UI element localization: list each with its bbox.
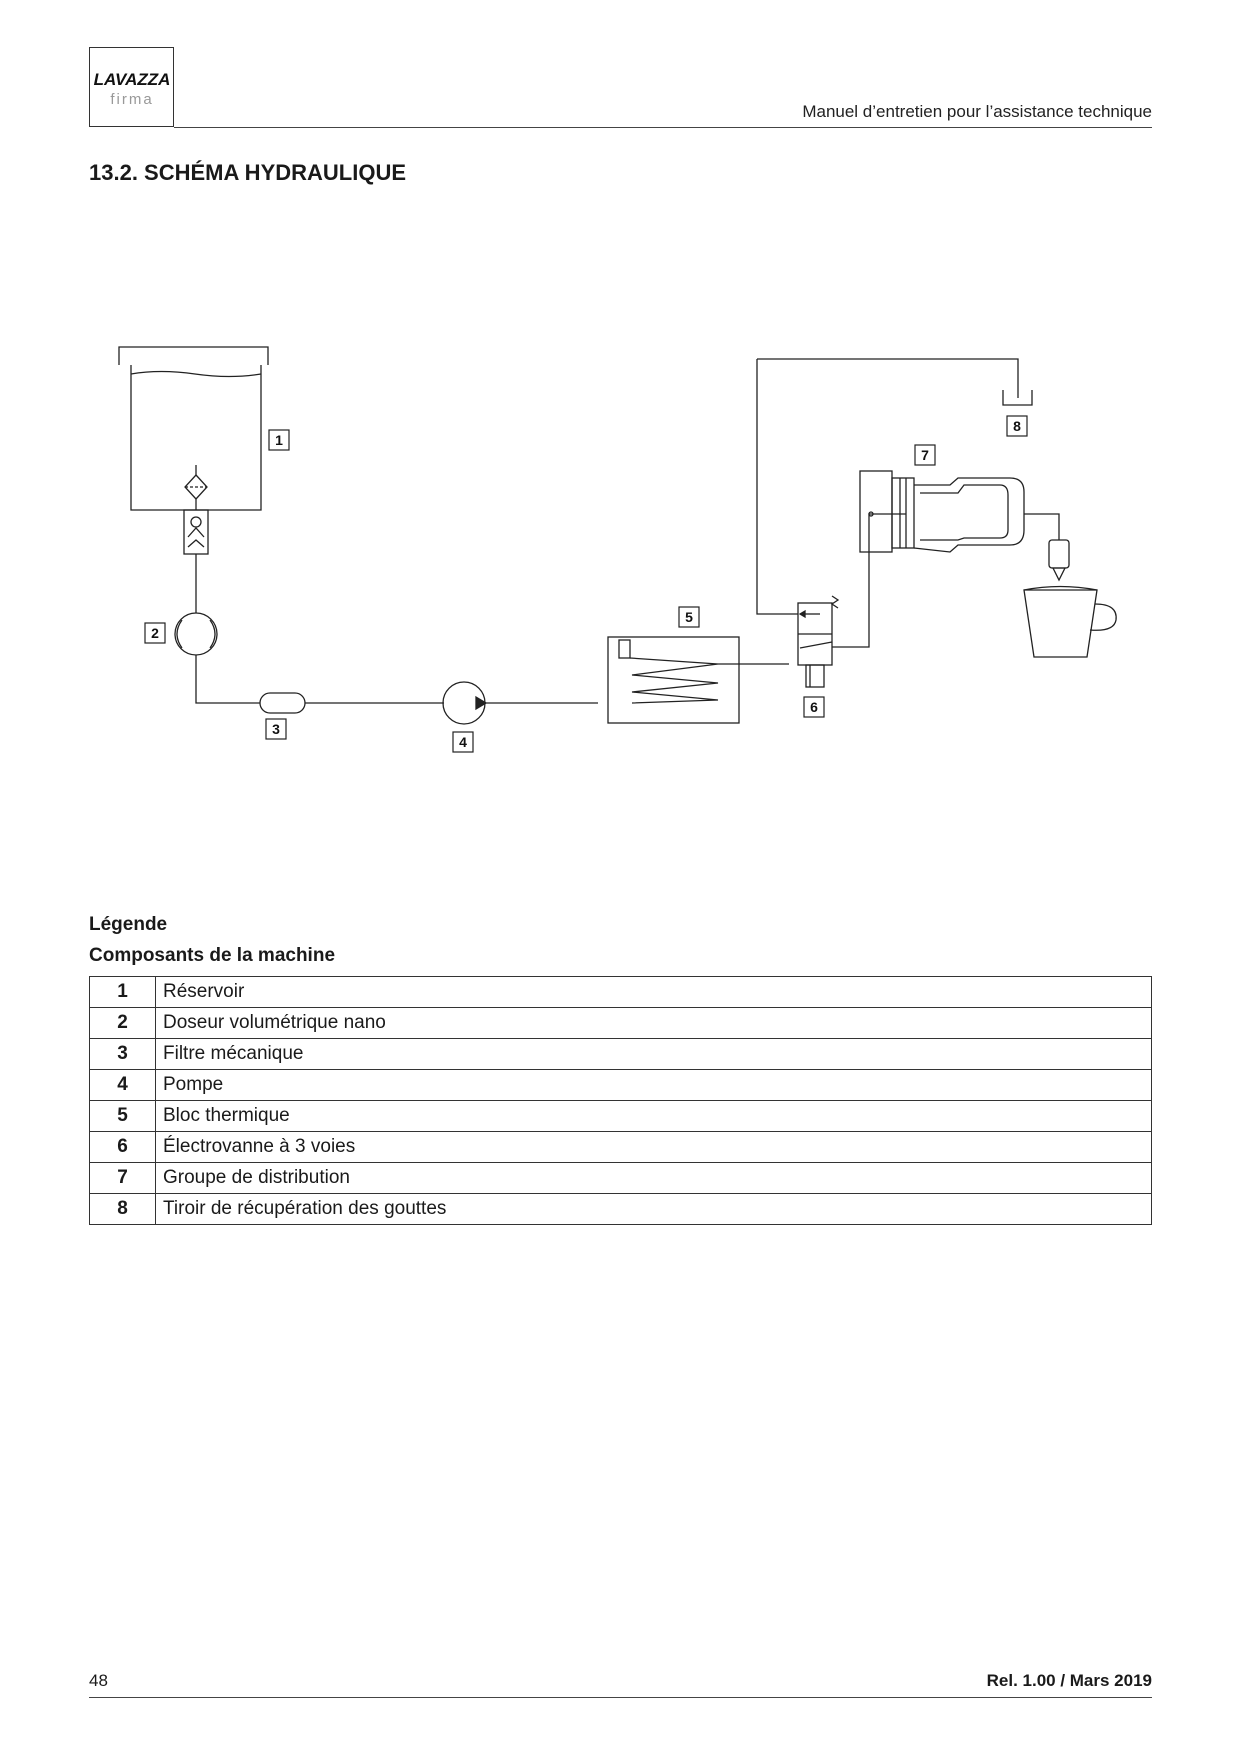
- legend-title: Légende: [89, 914, 168, 935]
- solenoid-valve-symbol: [756, 359, 874, 688]
- hydraulic-diagram: 1 2 3 4 5 6 7 8: [118, 346, 1117, 753]
- component-label: Électrovanne à 3 voies: [155, 1131, 1152, 1163]
- callout-box-5: [678, 606, 700, 628]
- component-label: Groupe de distribution: [155, 1162, 1152, 1194]
- callout-box-4: [452, 731, 474, 753]
- component-number: 1: [89, 976, 156, 1008]
- brand-logo: LAVAZZA firma: [89, 47, 174, 127]
- reservoir-symbol: [118, 346, 269, 613]
- drip-tray-symbol: [757, 358, 1033, 406]
- component-number: 2: [89, 1007, 156, 1039]
- callout-1: 1: [275, 432, 283, 448]
- callout-3: 3: [272, 721, 280, 737]
- component-label: Doseur volumétrique nano: [155, 1007, 1152, 1039]
- callout-6: 6: [810, 699, 818, 715]
- component-label: Filtre mécanique: [155, 1038, 1152, 1070]
- callout-5: 5: [685, 609, 693, 625]
- header-rule: [174, 127, 1152, 128]
- callout-4: 4: [459, 734, 467, 750]
- component-number: 8: [89, 1193, 156, 1225]
- callout-7: 7: [921, 447, 929, 463]
- component-label: Bloc thermique: [155, 1100, 1152, 1132]
- component-number: 7: [89, 1162, 156, 1194]
- component-label: Tiroir de récupération des gouttes: [155, 1193, 1152, 1225]
- callout-box-2: [144, 622, 166, 644]
- callout-box-8: [1006, 415, 1028, 437]
- brewing-group-symbol: [859, 470, 1117, 658]
- callout-box-1: [268, 429, 290, 451]
- section-title: 13.2. SCHÉMA HYDRAULIQUE: [89, 160, 407, 185]
- component-label: Réservoir: [155, 976, 1152, 1008]
- component-number: 5: [89, 1100, 156, 1132]
- brand-wordmark: LAVAZZA: [94, 70, 171, 89]
- pump-symbol: [442, 681, 598, 725]
- page-number: 48: [89, 1671, 108, 1690]
- component-number: 4: [89, 1069, 156, 1101]
- callout-8: 8: [1013, 418, 1021, 434]
- brand-subline: firma: [110, 91, 153, 108]
- lavazza-logo-mark: LAVAZZA firma: [94, 70, 171, 108]
- thermoblock-symbol: [607, 636, 789, 724]
- callout-box-6: [803, 696, 825, 718]
- component-label: Pompe: [155, 1069, 1152, 1101]
- callout-2: 2: [151, 625, 159, 641]
- manual-title: Manuel d’entretien pour l’assistance tec…: [802, 102, 1152, 121]
- callout-box-3: [265, 718, 287, 740]
- legend-subtitle: Composants de la machine: [89, 945, 336, 966]
- component-number: 3: [89, 1038, 156, 1070]
- component-number: 6: [89, 1131, 156, 1163]
- filter-symbol: [259, 692, 444, 714]
- footer-rule: [89, 1697, 1152, 1698]
- release-info: Rel. 1.00 / Mars 2019: [986, 1671, 1152, 1690]
- callout-box-7: [914, 444, 936, 466]
- flowmeter-symbol: [174, 612, 260, 704]
